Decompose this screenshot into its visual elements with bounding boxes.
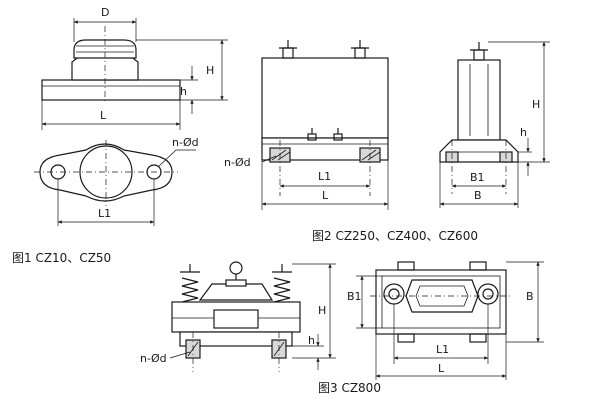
fig2-hole-label: n-Ød	[224, 156, 251, 169]
fig1-elevation-view: D H h L	[41, 6, 228, 130]
fig2-side-housing	[457, 59, 501, 141]
fig3-lifting-eye	[229, 261, 243, 275]
fig3-plan-view: B1 B L1 L	[347, 261, 544, 380]
fig1-L1-label: L1	[98, 207, 111, 220]
fig2-L-label: L	[322, 189, 329, 202]
fig1-plan-view: n-Ød L1	[34, 136, 199, 226]
fig2-housing	[261, 57, 389, 139]
fig3-spring-left	[180, 264, 200, 303]
fig2-B-label: B	[474, 189, 482, 202]
fig3-L-label: L	[438, 362, 445, 375]
fig3-body	[171, 301, 301, 333]
fig3-centre-element	[405, 279, 479, 313]
fig3-B-label: B	[526, 290, 534, 303]
fig3-B1-label: B1	[347, 290, 362, 303]
fig2-side-view: H h B1 B	[439, 41, 550, 208]
fig2-front-view: n-Ød L1 L	[224, 40, 389, 210]
fig3-base	[179, 331, 293, 347]
fig3-front-view: H h n-Ød	[140, 261, 336, 372]
fig3-h-label: h	[308, 334, 315, 347]
fig2-h-label: h	[520, 126, 527, 139]
fig3-top-cover	[198, 283, 274, 301]
fig2-H-label: H	[532, 98, 540, 111]
fig3-H-label: H	[318, 304, 326, 317]
fig1-base-plate	[41, 79, 181, 101]
fig2-caption: 图2 CZ250、CZ400、CZ600	[312, 229, 478, 243]
fig2-L1-label: L1	[318, 170, 331, 183]
fig1-L-label: L	[100, 109, 107, 122]
fig2-base-plate	[261, 137, 389, 161]
fig3-spring-right	[272, 264, 292, 303]
fig1-D-label: D	[101, 6, 109, 19]
fig1-h-label: h	[180, 85, 187, 98]
fig1-caption: 图1 CZ10、CZ50	[12, 251, 111, 265]
fig1-H-label: H	[206, 64, 214, 77]
fig3-caption: 图3 CZ800	[318, 381, 381, 395]
fig2-B1-label: B1	[470, 171, 485, 184]
fig3-L1-label: L1	[436, 343, 449, 356]
fig1-flange-plate	[39, 143, 173, 202]
fig1-hole-label: n-Ød	[172, 136, 199, 149]
fig3-hole-label: n-Ød	[140, 352, 167, 365]
